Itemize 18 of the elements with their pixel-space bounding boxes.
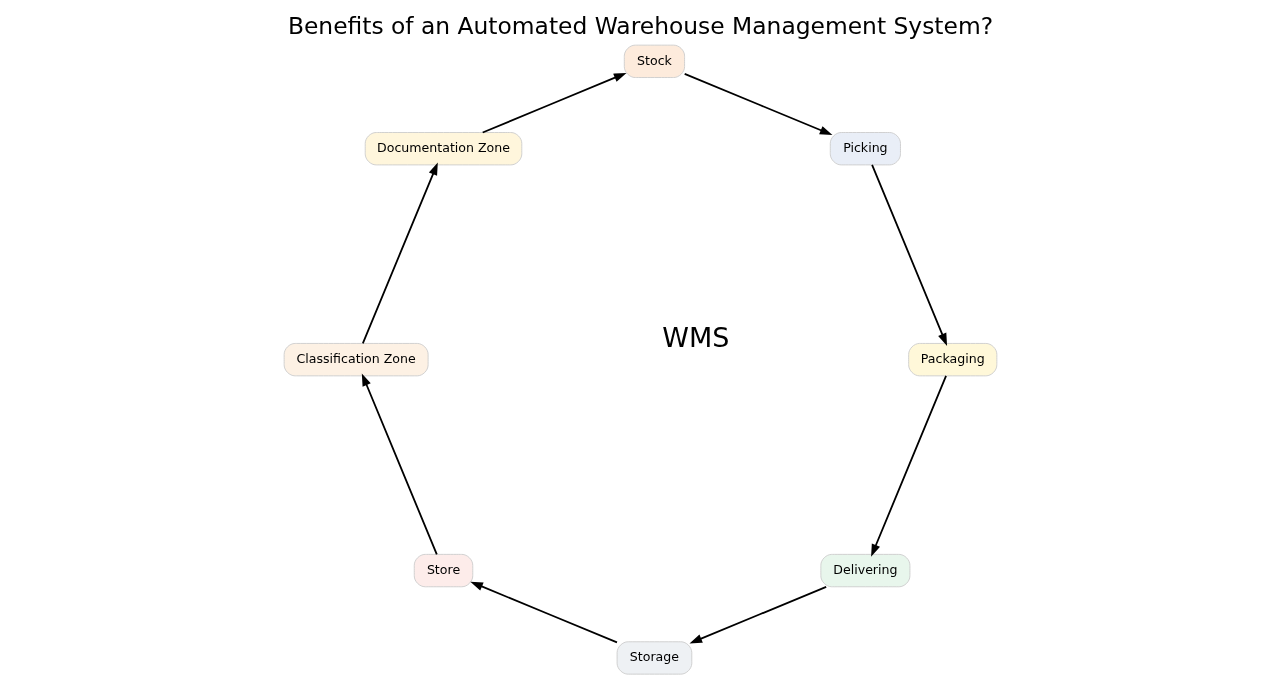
arrow (361, 373, 438, 556)
node-box: Delivering (819, 553, 910, 588)
node-box: Packaging (907, 343, 997, 377)
node-box: Store (413, 553, 473, 588)
arrow (870, 164, 947, 346)
node-box: Documentation Zone (364, 132, 522, 166)
node-box: Storage (616, 641, 692, 675)
node-box: Stock (623, 44, 685, 78)
arrow (689, 585, 827, 644)
node-box: Picking (829, 132, 901, 166)
arrow (361, 162, 438, 345)
arrow (481, 72, 627, 134)
arrow (870, 374, 947, 557)
node-box: Classification Zone (283, 343, 429, 377)
label: WMS (661, 321, 729, 353)
arrow (469, 581, 618, 644)
arrow (683, 72, 832, 136)
diagram-title: Benefits of an Automated Warehouse Management System? (287, 12, 993, 41)
